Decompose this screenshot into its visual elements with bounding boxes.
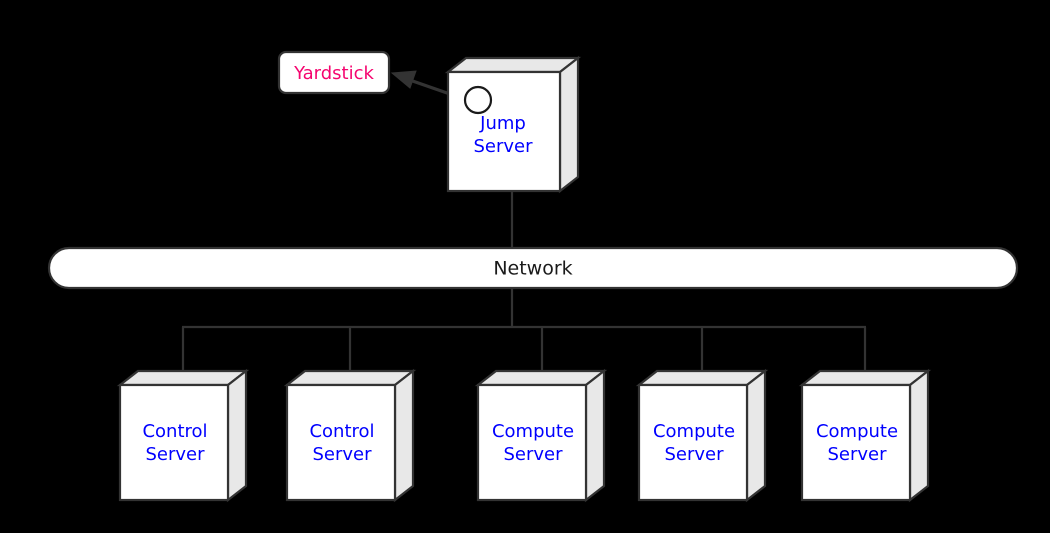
server-row: Control Server Control Server Compute Se… xyxy=(116,368,932,503)
compute-server-3-front-face[interactable] xyxy=(800,383,912,502)
network-bar[interactable] xyxy=(47,246,1019,290)
control-server-2-top-face xyxy=(283,369,417,387)
jump-server-top-face xyxy=(444,56,582,74)
yardstick-node[interactable]: Yardstick xyxy=(277,50,391,95)
compute-server-1-right-face xyxy=(584,368,606,503)
control-server-1-label-line1: Control xyxy=(142,421,207,442)
control-server-2-label-line1: Control xyxy=(309,421,374,442)
control-server-2-right-face xyxy=(393,368,415,503)
compute-server-2-front-face[interactable] xyxy=(637,383,749,502)
control-server-1-label-line2: Server xyxy=(145,444,205,465)
connection-layer xyxy=(181,191,867,372)
jump-server-label-line1: Jump xyxy=(479,113,526,134)
compute-server-2-right-face xyxy=(745,368,767,503)
jump-server-right-face xyxy=(558,55,580,194)
compute-server-1-top-face xyxy=(474,369,608,387)
compute-server-1-front-face[interactable] xyxy=(476,383,588,502)
compute-server-2-top-face xyxy=(635,369,769,387)
jump-server-connection-port[interactable] xyxy=(463,85,493,115)
compute-server-2[interactable]: Compute Server xyxy=(635,368,769,503)
compute-server-3-top-face xyxy=(798,369,932,387)
jump-server-label-line2: Server xyxy=(473,136,533,157)
yardstick-label: Yardstick xyxy=(293,63,374,84)
control-server-1-front-face[interactable] xyxy=(118,383,230,502)
control-server-1-top-face xyxy=(116,369,250,387)
compute-server-2-label-line2: Server xyxy=(664,444,724,465)
yardstick-box[interactable] xyxy=(277,50,391,95)
control-server-1[interactable]: Control Server xyxy=(116,368,250,503)
jump-server-node[interactable]: Jump Server xyxy=(444,55,582,194)
control-server-2-front-face[interactable] xyxy=(285,383,397,502)
compute-server-2-label-line1: Compute xyxy=(653,421,735,442)
compute-server-3-label-line1: Compute xyxy=(816,421,898,442)
network-node[interactable]: Network xyxy=(47,246,1019,290)
compute-server-3[interactable]: Compute Server xyxy=(798,368,932,503)
compute-server-1[interactable]: Compute Server xyxy=(474,368,608,503)
compute-server-3-right-face xyxy=(908,368,930,503)
compute-server-1-label-line1: Compute xyxy=(492,421,574,442)
compute-server-3-label-line2: Server xyxy=(827,444,887,465)
compute-server-1-label-line2: Server xyxy=(503,444,563,465)
network-label: Network xyxy=(493,258,572,280)
control-server-2[interactable]: Control Server xyxy=(283,368,417,503)
control-server-1-right-face xyxy=(226,368,248,503)
yardstick-arrow-head xyxy=(390,70,417,89)
control-server-2-label-line2: Server xyxy=(312,444,372,465)
